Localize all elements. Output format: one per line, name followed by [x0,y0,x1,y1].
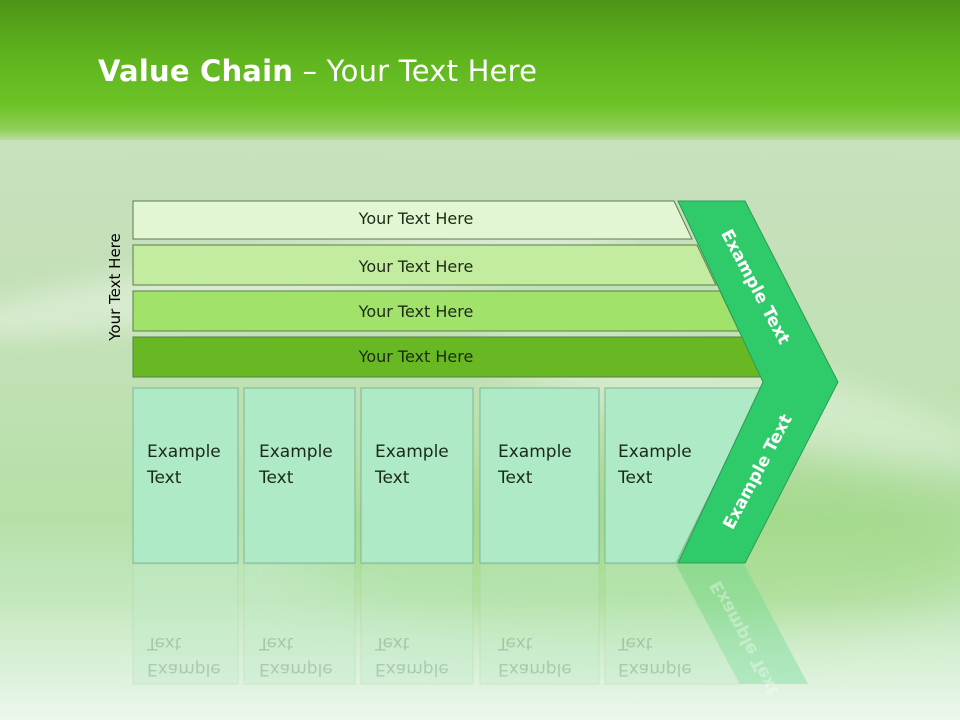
box-label-reflection: Example Text [498,630,572,682]
box-label-line2: Text [375,633,410,653]
box-4[interactable] [479,387,600,564]
slide-title[interactable]: Value Chain – Your Text Here [98,54,537,88]
box-label-line2: Text [259,468,294,488]
box-label-line1: Example [147,659,221,679]
bar-label-2: Your Text Here [358,257,474,276]
reflection-group [132,563,808,685]
box-label-line2: Text [147,468,182,488]
box-label-line2: Text [618,468,653,488]
box-label-line2: Text [147,633,182,653]
box-5[interactable] [604,387,763,564]
bar-2[interactable] [132,244,717,286]
box-label-line1: Example [147,442,221,462]
side-label[interactable]: Your Text Here [106,233,124,341]
box-reflection [243,563,356,685]
box-2[interactable] [243,387,356,564]
box-label-line1: Example [618,659,692,679]
box-label-line1: Example [259,442,333,462]
bar-label-3: Your Text Here [358,302,474,321]
box-label-reflection: Example Text [375,630,449,682]
title-bold: Value Chain [98,54,294,88]
box-label-reflection: Example Text [259,630,333,682]
bar-1[interactable] [132,200,693,240]
box-label-line1: Example [375,442,449,462]
header-band [0,0,960,140]
box-label-line1: Example [498,659,572,679]
box-label-line2: Text [498,468,533,488]
title-rest: – Your Text Here [293,54,538,88]
bar-label-1: Your Text Here [358,209,474,228]
box-3[interactable] [360,387,474,564]
box-reflection [360,563,474,685]
background-water [0,600,960,720]
bar-label-4: Your Text Here [358,347,474,366]
box-reflection [479,563,600,685]
box-label-line1: Example [498,442,572,462]
box-1[interactable] [132,387,239,564]
box-label-line1: Example [259,659,333,679]
arrow-reflection [676,564,808,684]
box-label-line2: Text [498,633,533,653]
box-label-line2: Text [375,468,410,488]
box-label-line1: Example [375,659,449,679]
chevron-arrow[interactable] [677,200,839,564]
box-label-line2: Text [618,633,653,653]
box-reflection [604,563,741,685]
box-label-reflection: Example Text [147,630,221,682]
box-label-line2: Text [259,633,294,653]
box-reflection [132,563,239,685]
box-label-reflection: Example Text [618,630,692,682]
box-label-line1: Example [618,442,692,462]
